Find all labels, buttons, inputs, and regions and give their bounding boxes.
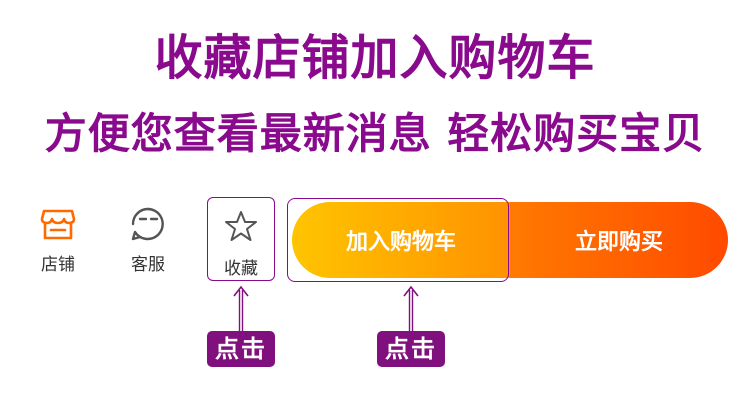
smile-chat-icon: [128, 205, 168, 242]
purchase-actions: 加入购物车 立即购买: [292, 202, 728, 278]
store-button[interactable]: 店铺: [26, 205, 90, 275]
store-label: 店铺: [41, 255, 75, 275]
customer-service-button[interactable]: 客服: [116, 205, 180, 275]
store-icon: [38, 205, 78, 242]
click-hint-cart: 点击: [377, 331, 445, 367]
headline-line-2: 方便您查看最新消息 轻松购买宝贝: [44, 109, 706, 158]
up-arrow-icon: [233, 285, 249, 332]
service-label: 客服: [131, 255, 165, 275]
up-arrow-icon: [403, 285, 419, 332]
favorite-button[interactable]: 收藏: [207, 197, 275, 281]
add-to-cart-button[interactable]: 加入购物车: [292, 202, 510, 278]
headline-line-1: 收藏店铺加入购物车: [154, 30, 596, 86]
star-outline-icon: [221, 206, 261, 246]
favorite-label: 收藏: [224, 259, 258, 279]
click-hint-favorite: 点击: [207, 331, 275, 367]
buy-now-button[interactable]: 立即购买: [510, 202, 728, 278]
